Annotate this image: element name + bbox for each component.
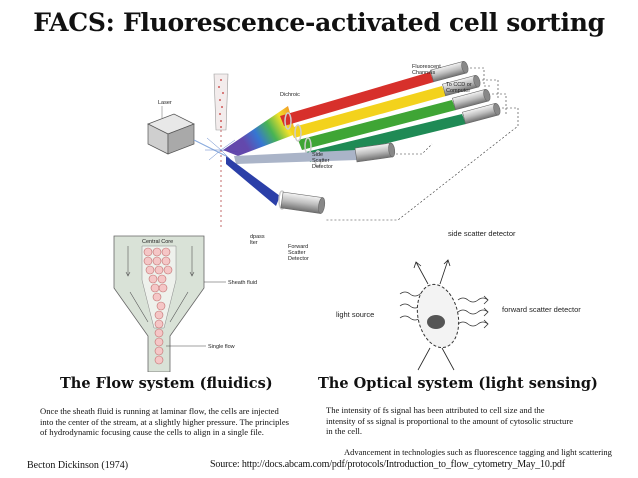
laser-label: Laser (158, 100, 172, 106)
svg-text:lter: lter (250, 240, 258, 246)
side-scatter-detector-tube (354, 142, 396, 163)
laser-beam (193, 139, 227, 157)
page-title: FACS: Fluorescence-activated cell sortin… (33, 8, 605, 37)
forward-scatter-beam (226, 156, 280, 206)
credit-text: Becton Dickinson (1974) (27, 460, 129, 471)
channel-detectors (430, 61, 501, 125)
svg-text:To CCD or: To CCD or (446, 82, 472, 88)
svg-text:Detector: Detector (312, 164, 333, 170)
fluorescent-channels-label: Fluorescent Channels (412, 64, 441, 76)
sheath-fluid-label: Sheath fluid (228, 280, 257, 286)
forward-scatter-detector-label: Forward Scatter Detector (288, 244, 309, 262)
flow-system-diagram: Central Core Sheath fluid Single flow (113, 235, 257, 372)
scatter-arrows (413, 259, 455, 371)
flow-section-heading: The Flow system (fluidics) (60, 375, 273, 392)
svg-text:Scatter: Scatter (288, 250, 306, 256)
flow-section-text: Once the sheath fluid is running at lami… (40, 406, 289, 438)
advancement-note: Advancement in technologies such as fluo… (344, 447, 612, 457)
bandpass-filter-label: dpass lter (250, 234, 265, 246)
optical-system-diagram: side scatter detector light source forwa… (336, 229, 581, 371)
svg-text:Channels: Channels (412, 70, 435, 76)
dichroic-label: Dichroic (280, 92, 300, 98)
svg-text:Detector: Detector (288, 256, 309, 262)
svg-text:Fluorescent: Fluorescent (412, 64, 441, 70)
light-source-label: light source (336, 310, 374, 319)
signal-lines (326, 67, 519, 221)
sheath-fluid-arrows (125, 246, 195, 323)
svg-text:Computer: Computer (446, 88, 470, 94)
optical-section-text: The intensity of fs signal has been attr… (326, 405, 574, 437)
facs-instrument-diagram: Laser (147, 61, 519, 262)
cell-nucleus (427, 315, 445, 329)
svg-text:Scatter: Scatter (312, 158, 330, 164)
source-link[interactable]: Source: http://docs.abcam.com/pdf/protoc… (210, 459, 565, 470)
svg-text:dpass: dpass (250, 234, 265, 240)
svg-text:Side: Side (312, 152, 323, 158)
single-flow-label: Single flow (208, 344, 235, 350)
laser-box (147, 113, 195, 155)
side-scatter-detector-label: side scatter detector (448, 229, 516, 238)
side-scatter-beam (234, 150, 358, 164)
nozzle (213, 73, 229, 131)
cells (143, 247, 173, 365)
channel-beams (280, 72, 466, 162)
central-core-label: Central Core (142, 239, 173, 245)
optical-section-heading: The Optical system (light sensing) (318, 375, 598, 392)
side-scatter-detector-label: Side Scatter Detector (312, 152, 333, 170)
forward-scatter-detector-label: forward scatter detector (502, 305, 581, 314)
forward-scatter-detector-tube (280, 191, 326, 214)
dispersed-light-fan (223, 106, 296, 156)
to-ccd-label: To CCD or Computer (446, 82, 472, 94)
forward-scatter-waves (457, 295, 489, 329)
svg-text:Forward: Forward (288, 244, 308, 250)
